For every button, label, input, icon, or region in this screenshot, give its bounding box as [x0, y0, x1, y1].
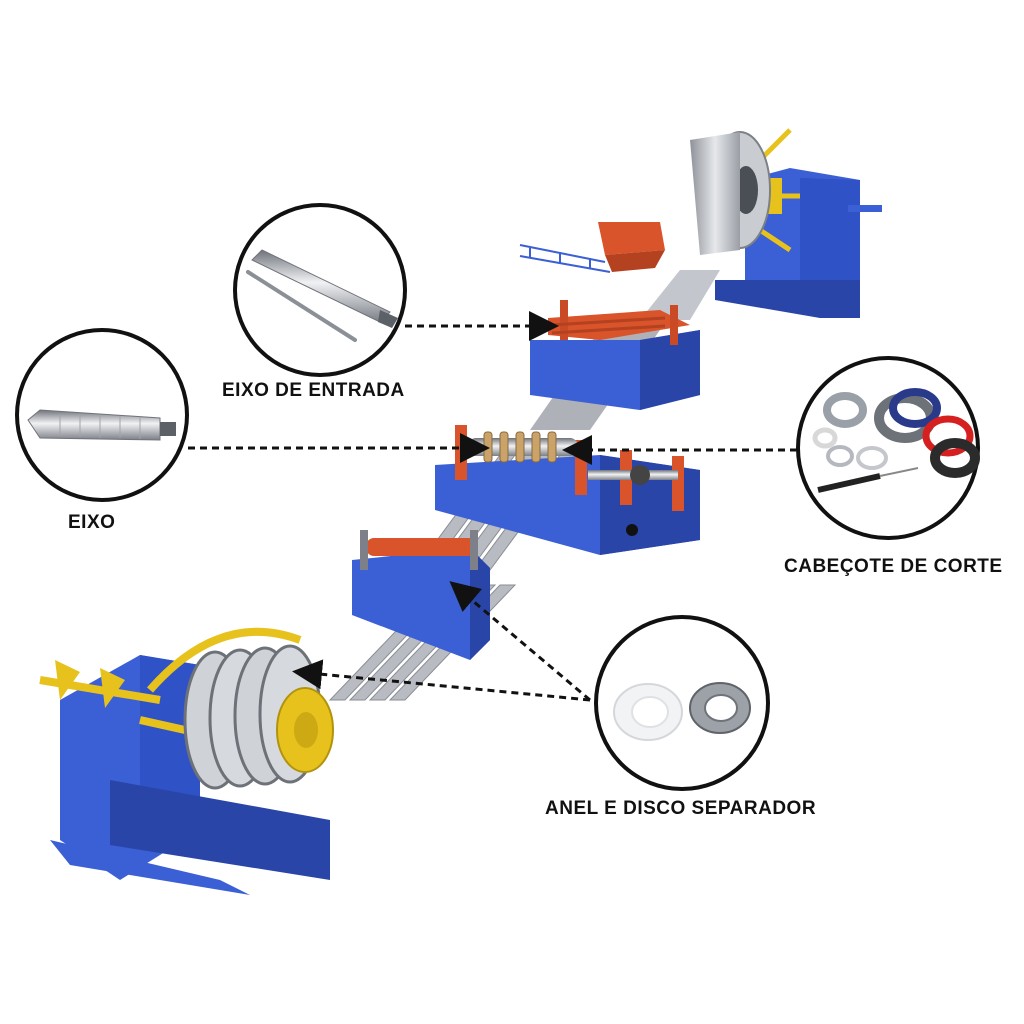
leader-anel-to-recoiler: [292, 659, 591, 702]
label-anel-e-disco-separador: ANEL E DISCO SEPARADOR: [545, 798, 817, 819]
leader-anel-to-separator: [449, 581, 591, 702]
callout-cabecote-circle: [796, 356, 980, 540]
label-cabecote-de-corte: CABEÇOTE DE CORTE: [784, 556, 1003, 577]
shaft-icon: [246, 249, 398, 342]
leader-lines: [188, 311, 797, 702]
callout-eixo-de-entrada-circle: [233, 203, 407, 377]
entry-guide-unit: [530, 300, 700, 410]
recoiler: [39, 627, 334, 895]
spacer-ring-icon: [613, 683, 683, 741]
decoiler: [690, 128, 882, 318]
callout-anel-disco-circle: [594, 615, 770, 791]
tapered-shaft-icon: [27, 409, 176, 441]
label-eixo: EIXO: [68, 512, 116, 533]
cutter-ring-set-icon: [812, 388, 980, 493]
spacer-disc-icon: [689, 682, 751, 734]
callout-eixo-circle: [15, 328, 189, 502]
peeler-table: [519, 222, 665, 273]
label-eixo-de-entrada: EIXO DE ENTRADA: [222, 380, 405, 401]
separator-unit: [352, 530, 490, 660]
